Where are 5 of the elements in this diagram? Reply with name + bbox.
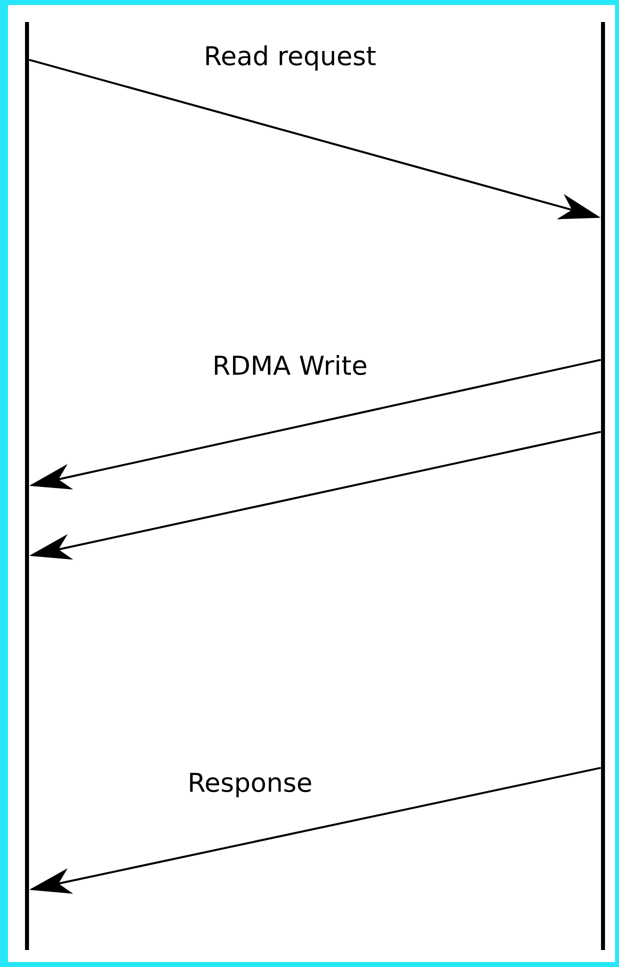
lifeline (601, 22, 605, 950)
lifeline (25, 22, 29, 950)
edge-label: Read request (206, 45, 376, 71)
edge-label: Response (190, 772, 312, 798)
edge-label: RDMA Write (214, 354, 366, 376)
